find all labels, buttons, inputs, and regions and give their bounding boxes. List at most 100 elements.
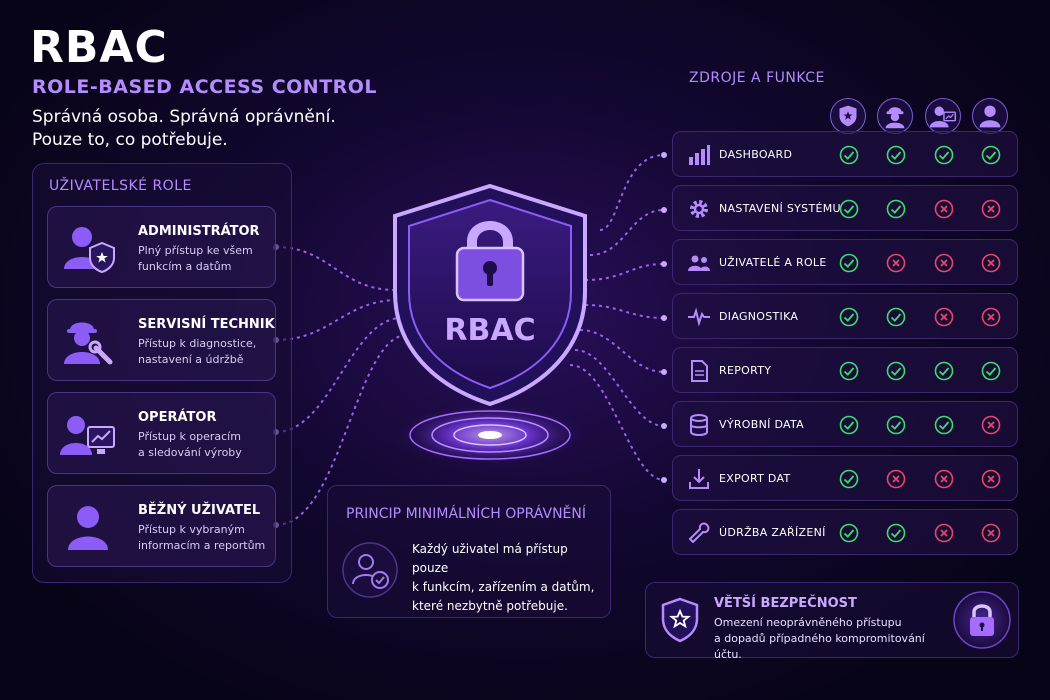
cross-icon (886, 253, 906, 273)
download-icon (689, 469, 709, 489)
role-desc-line: nastavení a údržbě (138, 353, 244, 366)
resource-row-4: DIAGNOSTIKA (672, 293, 1018, 339)
check-icon (839, 469, 859, 489)
resource-label: ÚDRŽBA ZAŘÍZENÍ (719, 526, 826, 539)
resource-label: NASTAVENÍ SYSTÉMU (719, 202, 841, 215)
resource-label: UŽIVATELÉ A ROLE (719, 256, 827, 269)
cross-icon (886, 469, 906, 489)
cross-icon (981, 523, 1001, 543)
role-desc-line: informacím a reportům (138, 539, 266, 552)
cross-icon (981, 415, 1001, 435)
user-check-icon (342, 542, 398, 598)
role-card-operator[interactable]: OPERÁTOR Přístup k operacím a sledování … (47, 392, 276, 474)
principle-description: Každý uživatel má přístup pouze k funkcí… (412, 540, 602, 616)
shield-label: RBAC (444, 313, 535, 348)
resource-row-8: ÚDRŽBA ZAŘÍZENÍ (672, 509, 1018, 555)
role-description: Přístup k diagnostice, nastavení a údržb… (138, 336, 273, 368)
role-card-administrator[interactable]: ADMINISTRÁTOR Plný přístup ke všem funkc… (47, 206, 276, 288)
check-icon (886, 145, 906, 165)
database-icon (690, 414, 708, 436)
shield-star-icon (661, 597, 699, 643)
check-icon (886, 199, 906, 219)
cross-icon (934, 469, 954, 489)
user-icon (68, 506, 108, 550)
principle-line: Každý uživatel má přístup pouze (412, 542, 568, 575)
technician-icon (64, 322, 113, 365)
check-icon (981, 361, 1001, 381)
check-icon (839, 523, 859, 543)
check-icon (839, 415, 859, 435)
resource-label: DASHBOARD (719, 148, 793, 161)
check-icon (934, 361, 954, 381)
document-icon (691, 360, 708, 382)
admin-user-icon (64, 227, 115, 274)
check-icon (934, 145, 954, 165)
role-desc-line: Přístup k operacím (138, 430, 241, 443)
pulse-icon (688, 307, 710, 327)
role-description: Plný přístup ke všem funkcím a datům (138, 243, 273, 275)
check-icon (886, 415, 906, 435)
resource-row-1: DASHBOARD (672, 131, 1018, 177)
resource-label: REPORTY (719, 364, 772, 377)
resources-title: ZDROJE A FUNKCE (689, 70, 825, 86)
role-desc-line: funkcím a datům (138, 260, 232, 273)
glowing-platform (392, 403, 588, 467)
role-desc-line: Plný přístup ke všem (138, 244, 253, 257)
check-icon (839, 361, 859, 381)
security-description: Omezení neoprávněného přístupu a dopadů … (714, 615, 954, 663)
user-roles-panel: UŽIVATELSKÉ ROLE ADMINISTRÁTOR Plný přís… (32, 163, 292, 583)
role-name: SERVISNÍ TECHNIK (138, 317, 275, 332)
role-name: BĚŽNÝ UŽIVATEL (138, 503, 261, 518)
page-subtitle: ROLE-BASED ACCESS CONTROL (32, 76, 378, 98)
lock-icon (953, 591, 1011, 649)
role-name: ADMINISTRÁTOR (138, 224, 260, 239)
check-icon (886, 361, 906, 381)
admin-shield-icon (830, 98, 866, 134)
cross-icon (934, 523, 954, 543)
principle-line: které nezbytně potřebuje. (412, 599, 568, 613)
check-icon (839, 307, 859, 327)
cross-icon (934, 307, 954, 327)
cross-icon (981, 469, 1001, 489)
check-icon (886, 523, 906, 543)
role-desc-line: a sledování výroby (138, 446, 242, 459)
resource-row-6: VÝROBNÍ DATA (672, 401, 1018, 447)
security-title: VĚTŠÍ BEZPEČNOST (714, 596, 857, 611)
tagline: Správná osoba. Správná oprávnění. Pouze … (32, 106, 352, 152)
gear-icon (690, 200, 708, 218)
check-icon (839, 199, 859, 219)
cross-icon (934, 199, 954, 219)
cross-icon (981, 307, 1001, 327)
role-card-service-technician[interactable]: SERVISNÍ TECHNIK Přístup k diagnostice, … (47, 299, 276, 381)
resource-label: DIAGNOSTIKA (719, 310, 799, 323)
role-card-regular-user[interactable]: BĚŽNÝ UŽIVATEL Přístup k vybraným inform… (47, 485, 276, 567)
user-icon (972, 98, 1008, 134)
check-icon (886, 307, 906, 327)
tagline-line-1: Správná osoba. Správná oprávnění. (32, 107, 336, 127)
least-privilege-panel: PRINCIP MINIMÁLNÍCH OPRÁVNĚNÍ Každý uživ… (327, 485, 611, 618)
resource-label: VÝROBNÍ DATA (719, 418, 804, 431)
role-desc-line: Přístup k vybraným (138, 523, 245, 536)
users-icon (688, 255, 710, 271)
role-name: OPERÁTOR (138, 410, 217, 425)
page-title: RBAC (30, 22, 168, 73)
role-description: Přístup k vybraným informacím a reportům (138, 522, 273, 554)
check-icon (839, 145, 859, 165)
security-line: a dopadů případného kompromitování účtu. (714, 632, 925, 661)
rbac-shield-icon: RBAC (393, 183, 587, 407)
security-line: Omezení neoprávněného přístupu (714, 616, 902, 629)
resource-row-7: EXPORT DAT (672, 455, 1018, 501)
resource-row-3: UŽIVATELÉ A ROLE (672, 239, 1018, 285)
technician-icon (877, 98, 913, 134)
wrench-icon (688, 522, 710, 544)
operator-icon (60, 416, 115, 455)
cross-icon (981, 199, 1001, 219)
check-icon (839, 253, 859, 273)
tagline-line-2: Pouze to, co potřebuje. (32, 130, 228, 150)
roles-panel-title: UŽIVATELSKÉ ROLE (49, 178, 192, 194)
operator-icon (925, 98, 961, 134)
bar-chart-icon (689, 145, 710, 165)
resource-row-5: REPORTY (672, 347, 1018, 393)
role-description: Přístup k operacím a sledování výroby (138, 429, 273, 461)
cross-icon (981, 253, 1001, 273)
